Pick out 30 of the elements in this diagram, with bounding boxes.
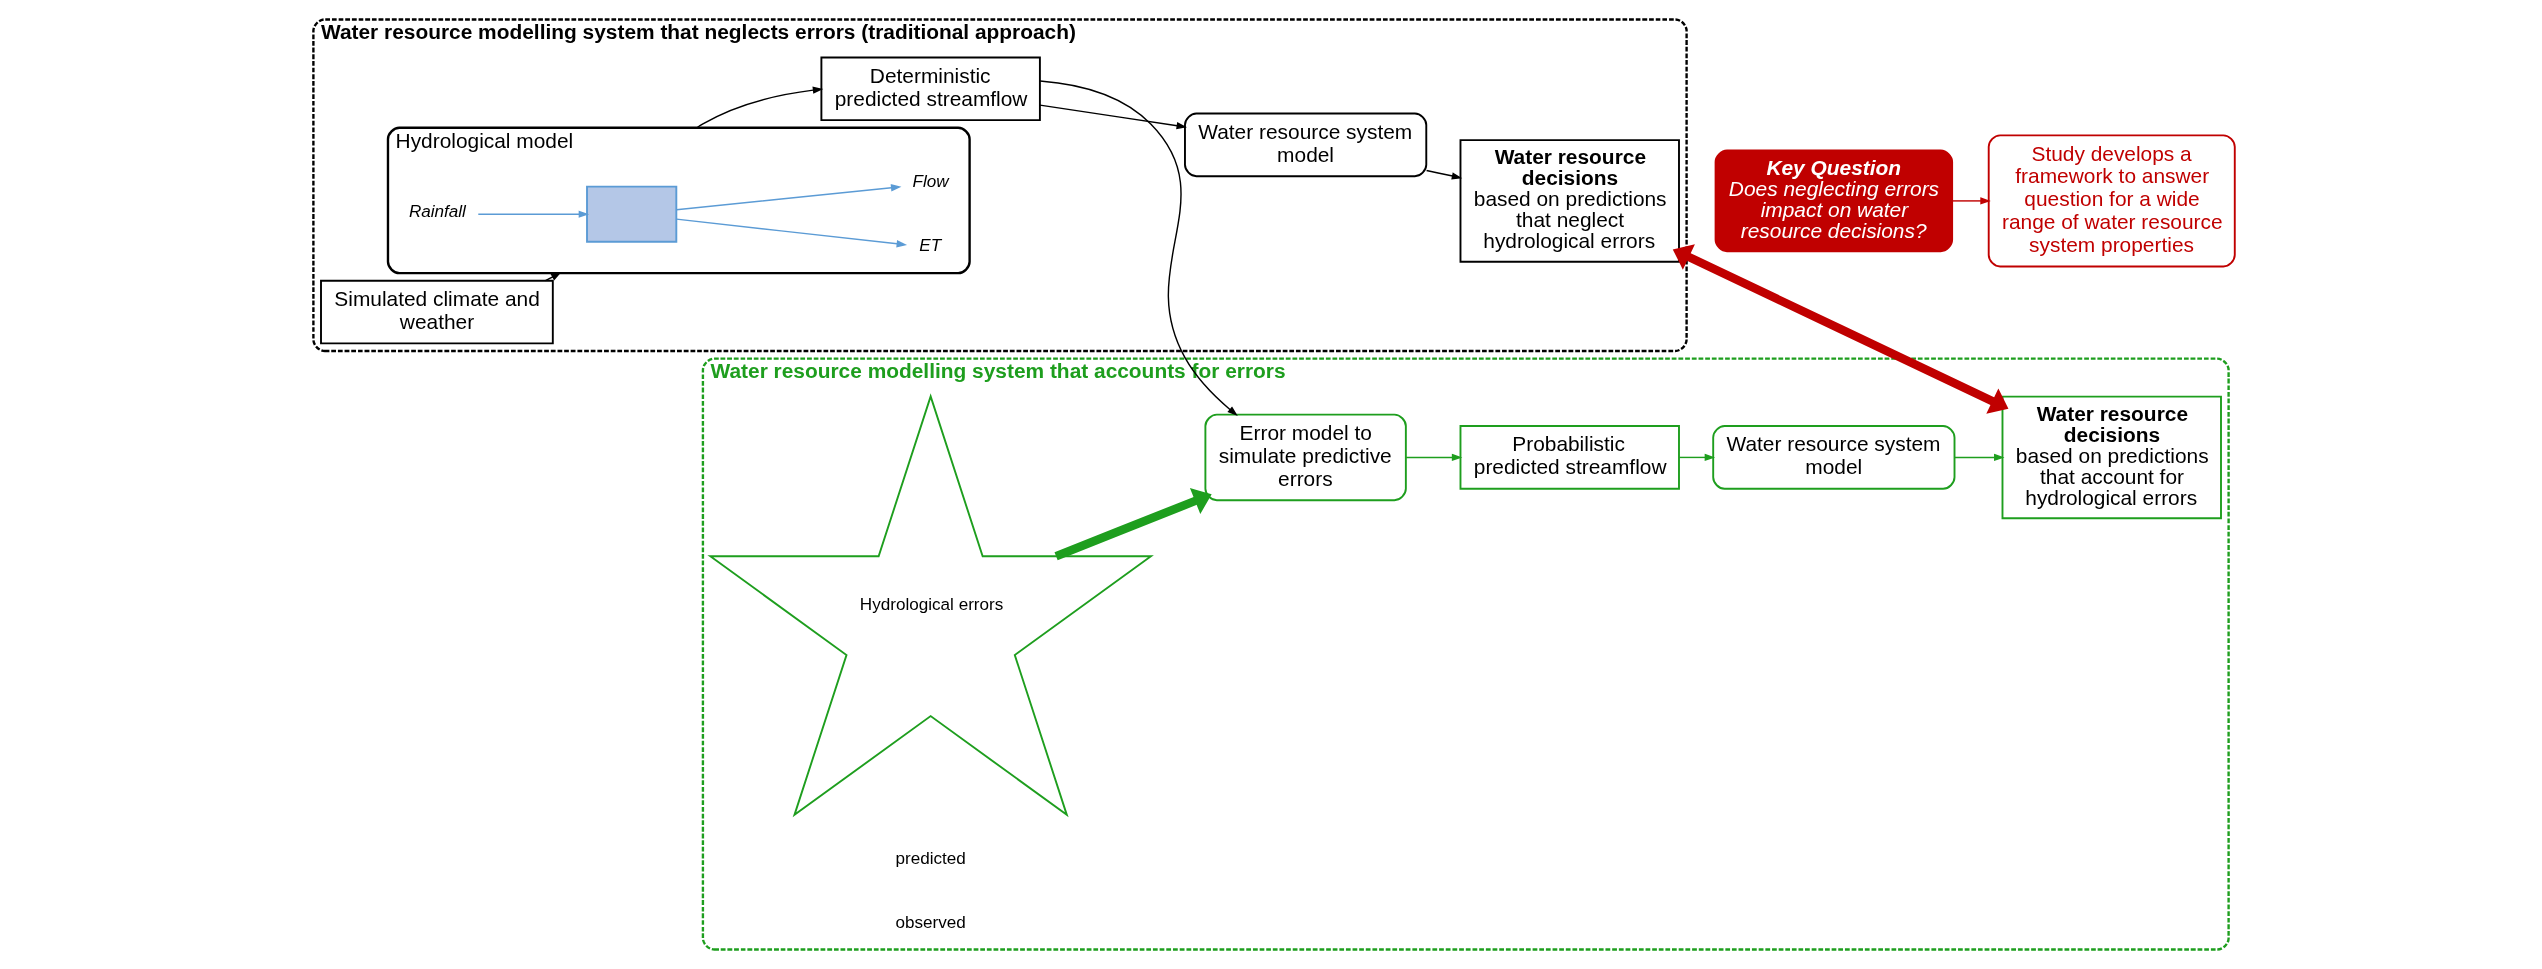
node-box: Water resource decisions based on predictions that neglect hydrological errors <box>1459 139 1680 263</box>
arrow <box>696 86 824 129</box>
arrow <box>1678 453 1716 462</box>
node-text: Flow <box>912 172 949 192</box>
node-box: Deterministic predicted streamflow <box>820 56 1041 122</box>
arrow <box>1425 169 1463 180</box>
arrow <box>1951 197 1991 205</box>
arrow <box>1953 453 2005 462</box>
node-text: Rainfall <box>408 202 466 222</box>
node-box: Probabilistic predicted streamflow <box>1459 425 1680 490</box>
arrow <box>1405 453 1463 462</box>
node-box: Error model to simulate predictive errors <box>1204 413 1407 502</box>
arrow <box>1672 244 2009 414</box>
label: observed <box>895 913 966 933</box>
arrow <box>1039 104 1187 130</box>
arrow <box>1054 487 1212 561</box>
arrow <box>675 218 908 248</box>
label: predicted <box>895 849 966 869</box>
node-box <box>586 185 678 243</box>
node-text: ET <box>919 235 942 255</box>
node-box: Study develops a framework to answer question for a wide range of water resource system properties <box>1987 134 2236 268</box>
node-box: Key Question Does neglecting errors impact on water resource decisions? <box>1714 149 1954 253</box>
node-box: Water resource decisions based on predictions that account for hydrological errors <box>2001 395 2222 520</box>
arrow <box>675 184 902 211</box>
node-box: Simulated climate and weather <box>320 279 554 345</box>
node-box: Water resource system model <box>1184 112 1428 178</box>
arrow <box>477 210 590 218</box>
node-box: Water resource system model <box>1712 425 1956 490</box>
arrow <box>544 272 562 282</box>
arrow <box>1039 80 1238 416</box>
